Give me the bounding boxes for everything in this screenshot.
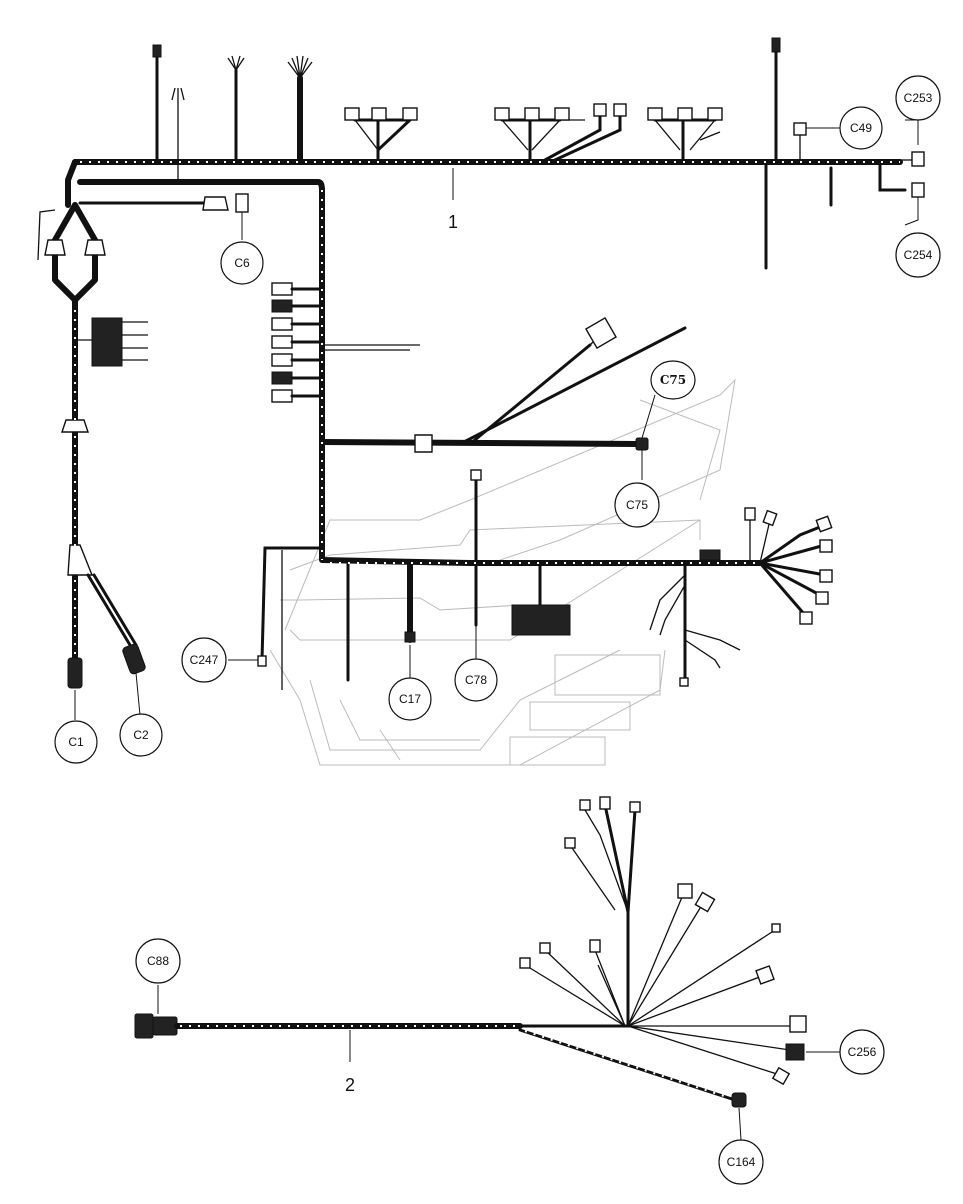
callout-C256[interactable]: C256	[839, 1029, 885, 1075]
callout-label: C49	[850, 121, 872, 135]
harness-1	[37, 37, 925, 690]
relay-column	[271, 282, 420, 403]
callout-C2[interactable]: C2	[119, 713, 163, 757]
callout-label: C75	[660, 373, 686, 387]
callout-label: C164	[727, 1155, 756, 1169]
callout-C1[interactable]: C1	[54, 720, 98, 764]
callout-C49[interactable]: C49	[839, 106, 883, 150]
callout-label: C6	[234, 256, 250, 270]
callout-C88[interactable]: C88	[135, 938, 181, 984]
harness-2	[134, 796, 807, 1108]
item-number-1: 1	[448, 212, 458, 232]
callout-label: C78	[465, 673, 487, 687]
callout-C164[interactable]: C164	[718, 1139, 764, 1185]
callout-label: C75	[626, 498, 648, 512]
callout-C17[interactable]: C17	[388, 677, 432, 721]
callout-C247[interactable]: C247	[181, 637, 227, 683]
leader-lines	[74, 119, 919, 1141]
item-number-2: 2	[345, 1075, 355, 1095]
callout-label: C88	[147, 954, 169, 968]
callout-C78[interactable]: C78	[454, 658, 498, 702]
callout-C253[interactable]: C253	[895, 75, 941, 121]
cab-outline	[269, 378, 736, 766]
callout-C254[interactable]: C254	[895, 232, 941, 278]
callout-C75[interactable]: C75	[614, 482, 660, 528]
callout-label: C17	[399, 692, 421, 706]
callout-label: C1	[68, 735, 84, 749]
callout-label: C2	[133, 728, 149, 742]
callout-C6[interactable]: C6	[220, 241, 264, 285]
callout-label: C253	[904, 91, 933, 105]
relay-block-left	[75, 317, 148, 367]
callout-label: C256	[848, 1045, 877, 1059]
callout-C75-handwritten[interactable]: C75	[650, 360, 696, 400]
callout-label: C254	[904, 248, 933, 262]
callout-label: C247	[190, 653, 219, 667]
